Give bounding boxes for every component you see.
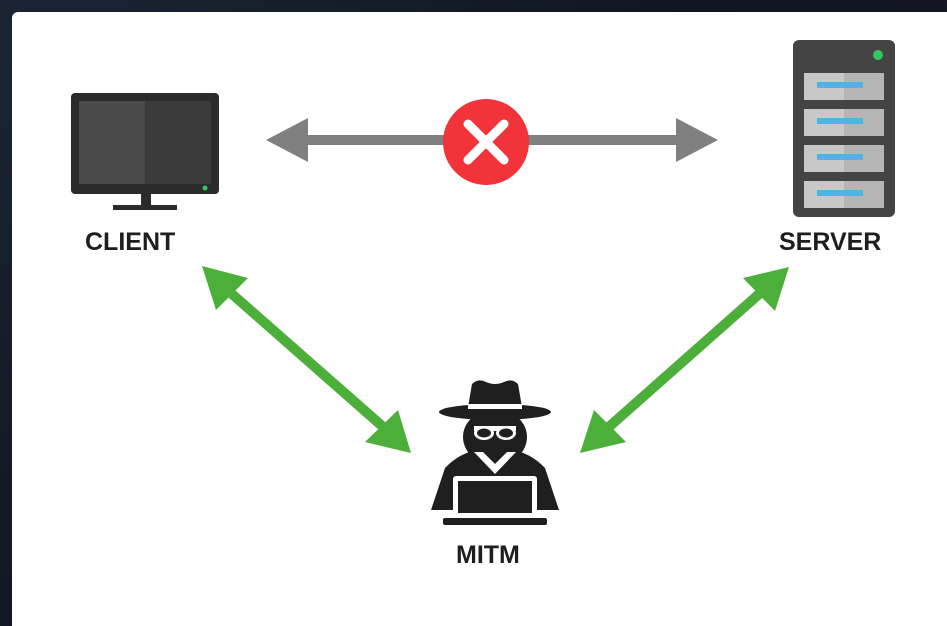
x-circle-icon	[443, 99, 529, 185]
client-label: CLIENT	[85, 228, 176, 256]
power-led	[202, 185, 208, 191]
client-mitm-arrow-shaft	[220, 283, 394, 437]
blocked-arrowhead-left	[266, 118, 308, 162]
server-mitm-arrowhead-mitm	[580, 410, 626, 453]
blocked-arrowhead-right	[676, 118, 718, 162]
client-mitm-arrow	[202, 266, 411, 453]
server-mitm-arrow-shaft	[598, 283, 771, 437]
server-mitm-arrow	[580, 267, 789, 453]
server-rack-icon	[793, 40, 895, 217]
monitor-icon	[71, 93, 219, 210]
server-status-led	[873, 50, 883, 60]
server-label: SERVER	[779, 228, 882, 256]
mitm-diagram	[71, 40, 895, 525]
mitm-label: MITM	[456, 541, 520, 569]
server-mitm-arrowhead-server	[743, 267, 789, 311]
diagram-canvas: CLIENT SERVER MITM	[12, 12, 947, 626]
hacker-icon	[431, 380, 559, 525]
client-mitm-arrowhead-client	[202, 266, 248, 310]
client-mitm-arrowhead-mitm	[365, 410, 411, 453]
